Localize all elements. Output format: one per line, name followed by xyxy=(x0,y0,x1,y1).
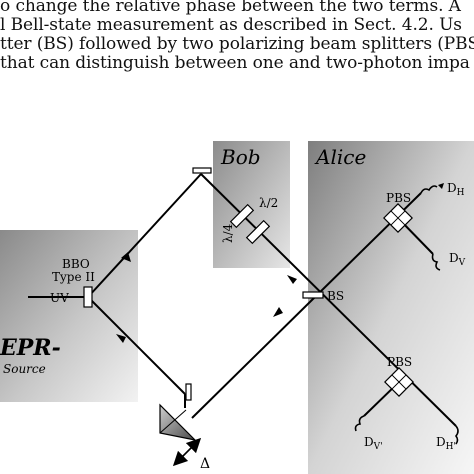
beam-arrows xyxy=(116,252,297,343)
prism-retroreflector xyxy=(159,403,197,441)
detector-dh-arrowhead xyxy=(438,183,444,189)
pbs-top-label: PBS xyxy=(386,191,411,205)
bbo-label: BBO xyxy=(62,257,90,271)
alice-label: Alice xyxy=(314,145,366,169)
detector-dhp-icon xyxy=(454,425,459,445)
bob-label: Bob xyxy=(220,145,261,169)
detector-dvp-icon xyxy=(354,415,365,432)
beam-splitter xyxy=(302,291,324,299)
mirror-bottom xyxy=(185,383,192,401)
quarter-wave-plate xyxy=(245,219,271,245)
dv-label: DV xyxy=(449,251,466,268)
arrow-up-beam xyxy=(121,252,131,262)
arrow-from-prism xyxy=(273,307,283,317)
paper-text-line: l Bell-state measurement as described in… xyxy=(0,15,462,35)
pbs-bottom-cube xyxy=(384,367,414,397)
bs-label: BS xyxy=(327,289,344,303)
paper-text-line: tter (BS) followed by two polarizing bea… xyxy=(0,34,474,54)
arrow-down-beam xyxy=(116,334,126,343)
detector-dv-icon xyxy=(431,253,441,271)
pbs-top-cube xyxy=(383,203,413,233)
delta-label: Δ xyxy=(200,456,210,472)
half-wave-label: λ/2 xyxy=(259,196,278,210)
dh-label: DH xyxy=(447,181,465,198)
arrow-to-bs xyxy=(287,275,297,284)
mirror-top xyxy=(192,167,212,174)
epr-label: EPR- xyxy=(0,335,61,361)
prism-edge xyxy=(159,409,187,434)
delta-arrow xyxy=(172,437,202,467)
type2-label: Type II xyxy=(52,270,95,284)
half-wave-plate xyxy=(229,203,255,229)
bbo-crystal xyxy=(83,286,93,308)
epr-source-panel xyxy=(0,230,138,402)
pbs-bottom-label: PBS xyxy=(387,355,412,369)
source-label: Source xyxy=(3,362,46,376)
bob-panel xyxy=(213,141,290,268)
dhp-label: DH' xyxy=(436,435,456,452)
uv-label: UV xyxy=(50,291,69,305)
paper-text-line: that can distinguish between one and two… xyxy=(0,53,470,73)
quarter-wave-label: λ/4 xyxy=(221,223,235,243)
detector-dh-icon xyxy=(420,185,438,194)
dvp-label: DV' xyxy=(364,435,383,452)
paper-text-line: o change the relative phase between the … xyxy=(0,0,461,16)
